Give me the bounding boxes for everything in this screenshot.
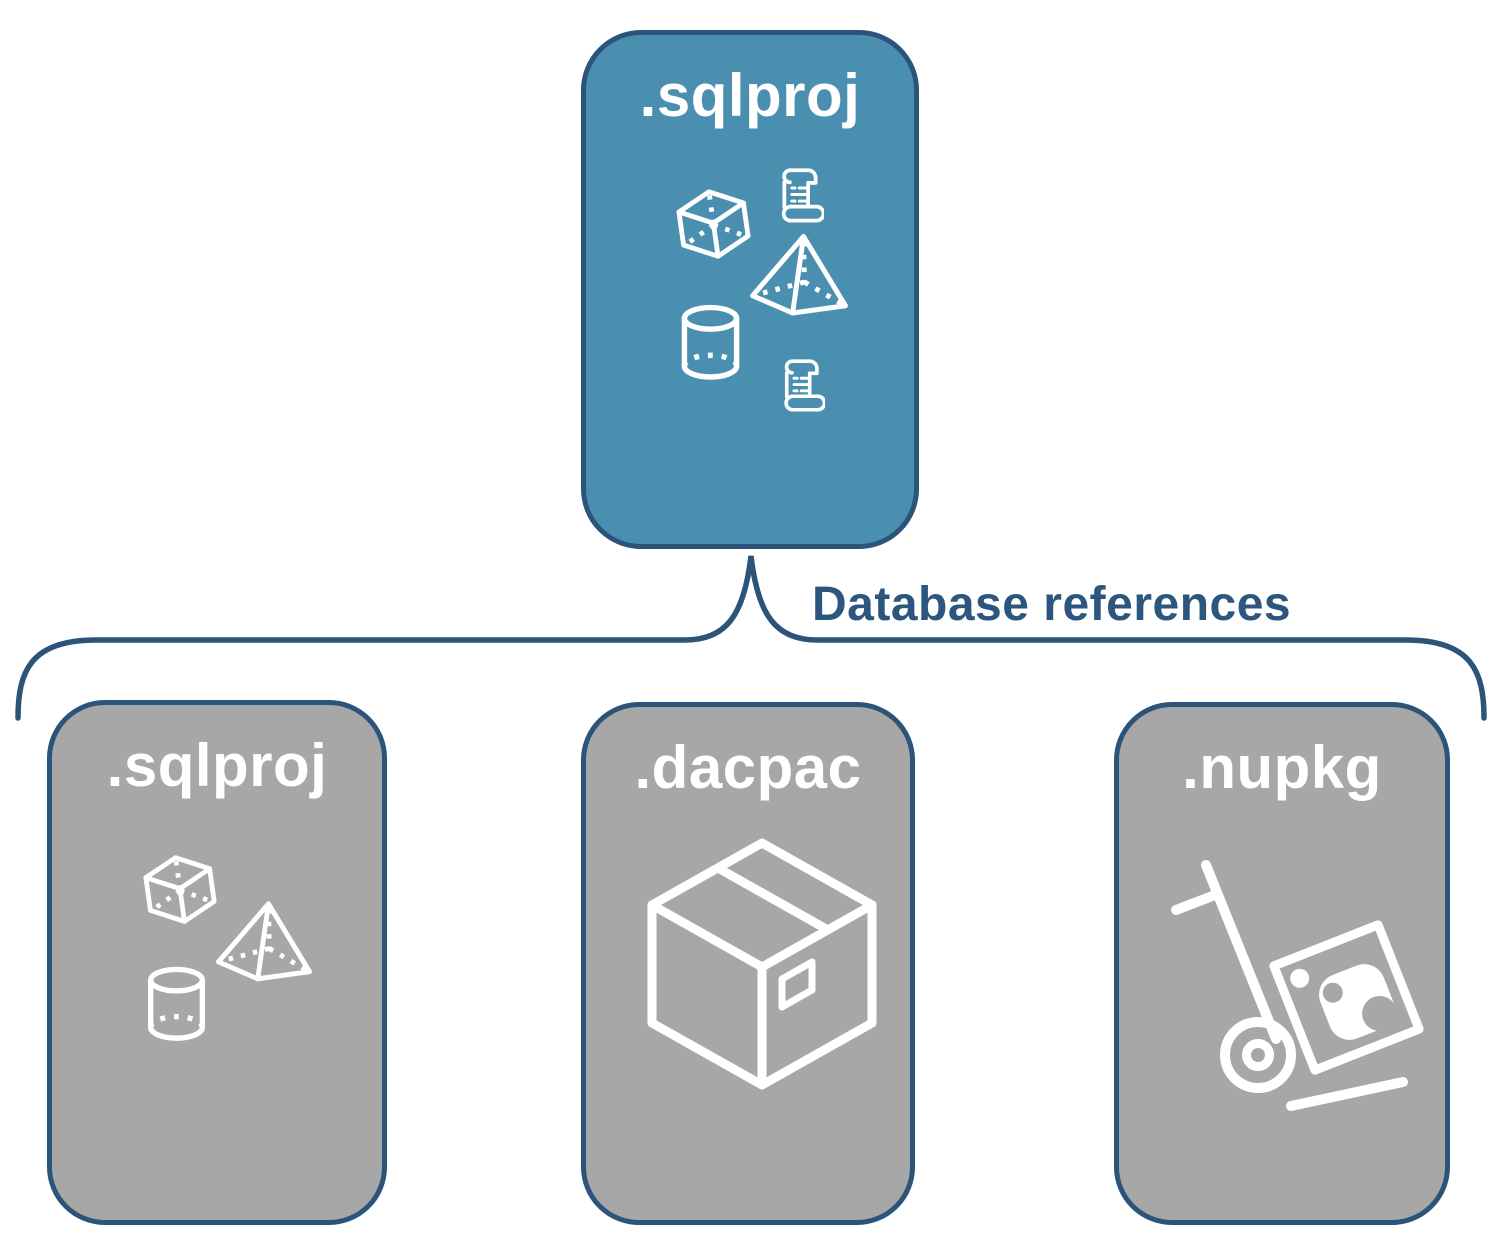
cylinder-icon xyxy=(678,304,743,383)
cylinder-icon xyxy=(144,966,209,1044)
pyramid-icon xyxy=(748,232,850,323)
node-child-nupkg: .nupkg xyxy=(1114,702,1450,1225)
script-scroll-icon xyxy=(771,356,825,414)
node-child-sqlproj: .sqlproj xyxy=(47,700,387,1225)
hand-truck-package-icon xyxy=(1163,843,1433,1113)
database-references-label: Database references xyxy=(812,578,1292,631)
node-label: .sqlproj xyxy=(106,732,328,799)
node-label: .dacpac xyxy=(634,734,862,801)
node-label: .sqlproj xyxy=(639,62,861,129)
cube-icon xyxy=(670,185,758,270)
script-scroll-icon xyxy=(768,165,824,225)
node-label: .nupkg xyxy=(1182,734,1382,801)
node-child-dacpac: .dacpac xyxy=(581,702,915,1225)
cube-icon xyxy=(137,851,224,935)
node-root-sqlproj: .sqlproj xyxy=(581,30,919,549)
package-box-icon xyxy=(642,833,882,1093)
pyramid-icon xyxy=(214,899,314,989)
